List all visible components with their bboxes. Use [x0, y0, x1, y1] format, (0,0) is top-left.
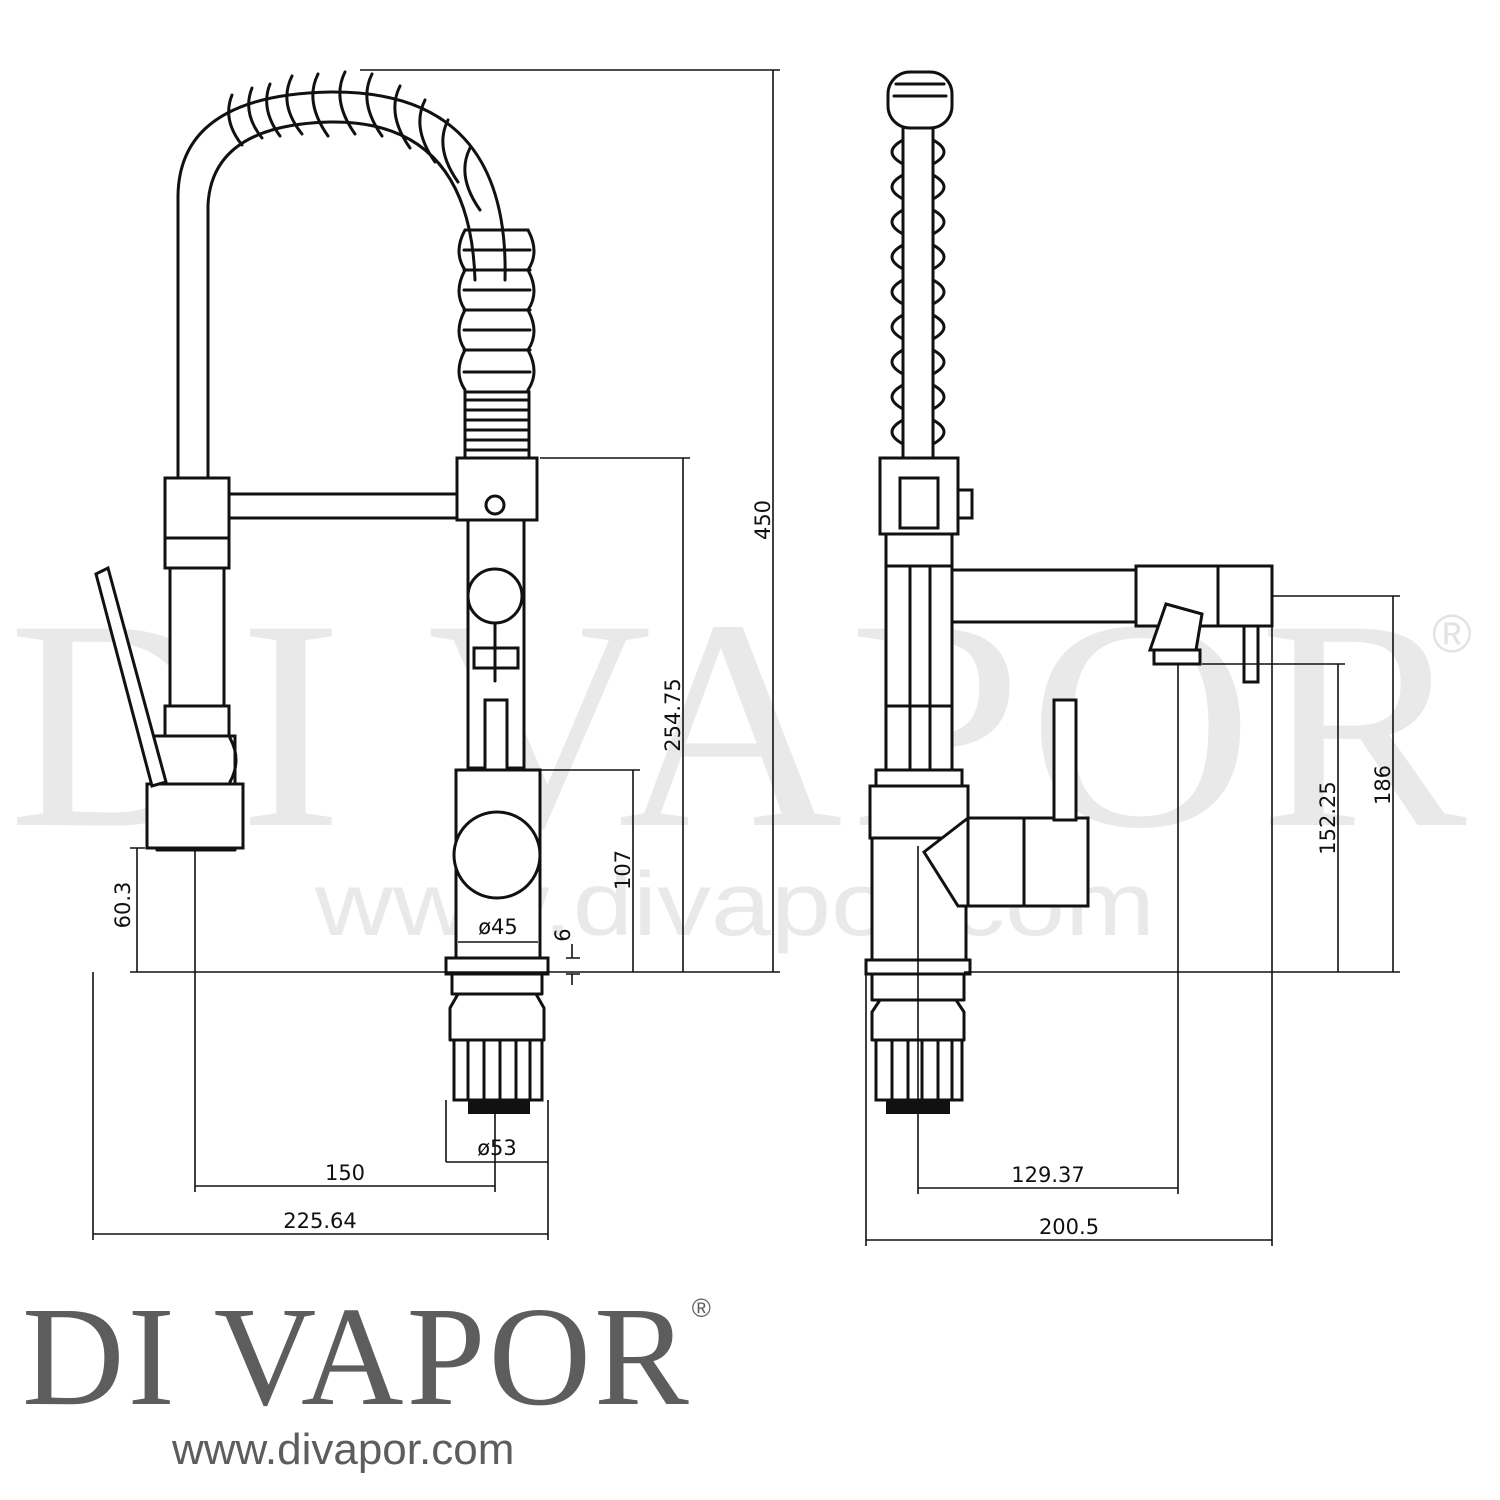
front-coil-spring: [227, 70, 536, 460]
front-crossbar: [227, 492, 459, 520]
dim-body-diameter: ø45: [478, 915, 518, 939]
brand-logo: DI VAPOR®: [22, 1285, 711, 1427]
dim-body-height: 107: [611, 850, 635, 890]
dim-nozzle-reach: 129.37: [1011, 1163, 1084, 1187]
front-spout-arc: [176, 90, 507, 480]
dim-spray-head-height: 60.3: [111, 882, 135, 929]
dim-spray-reach: 150: [325, 1161, 365, 1185]
side-lever: [1052, 698, 1078, 822]
side-holder-inner: [898, 476, 940, 530]
front-spray-head: [145, 782, 245, 850]
front-column-ring: [163, 536, 231, 570]
side-cartridge-housing: [966, 816, 1026, 908]
dim-base-diameter: ø53: [477, 1136, 517, 1160]
dim-upper-block-height: 254.75: [661, 678, 685, 751]
front-dimensions: 450 254.75 107 60.3 ø45 6 ø53 150 225.64: [92, 69, 780, 1240]
side-lock-nut: [874, 1038, 964, 1102]
front-view: [94, 70, 550, 1114]
brand-name: DI VAPOR: [22, 1277, 692, 1435]
side-view: [864, 70, 1274, 1114]
front-left-collar: [163, 476, 231, 540]
front-holder-screw: [484, 494, 506, 516]
side-body-ring: [874, 768, 964, 788]
dim-spout-height: 186: [1371, 765, 1395, 805]
side-arm-stub: [1242, 624, 1260, 684]
side-column: [884, 532, 954, 776]
front-column-ring-lower: [163, 704, 231, 738]
watermark-registered: ®: [1432, 604, 1472, 664]
side-arm-end: [1216, 564, 1274, 628]
side-top-cap: [886, 70, 954, 130]
side-coil-spring: [890, 126, 946, 460]
side-dimensions: 186 152.25 129.37 200.5: [865, 595, 1400, 1246]
side-nozzle-tip: [1152, 648, 1202, 666]
dim-overall-height: 450: [751, 500, 775, 540]
side-lever-base: [1022, 816, 1090, 908]
side-holder-screw: [956, 488, 974, 520]
front-thread: [468, 1100, 530, 1114]
side-cartridge-cone: [922, 814, 970, 908]
side-arm: [950, 568, 1142, 624]
front-cartridge-cap: [452, 810, 542, 900]
front-spray-trigger: [94, 565, 168, 788]
dim-nozzle-height: 152.25: [1316, 781, 1340, 854]
front-spring-sleeve: [463, 390, 531, 460]
dim-overall-width: 225.64: [283, 1209, 356, 1233]
brand-url: www.divapor.com: [172, 1425, 515, 1474]
dim-overall-depth: 200.5: [1039, 1215, 1099, 1239]
front-column: [168, 566, 226, 708]
front-diverter-knob: [466, 567, 524, 625]
brand-registered-mark: ®: [691, 1293, 711, 1323]
dim-deck-plate: 6: [551, 928, 575, 941]
